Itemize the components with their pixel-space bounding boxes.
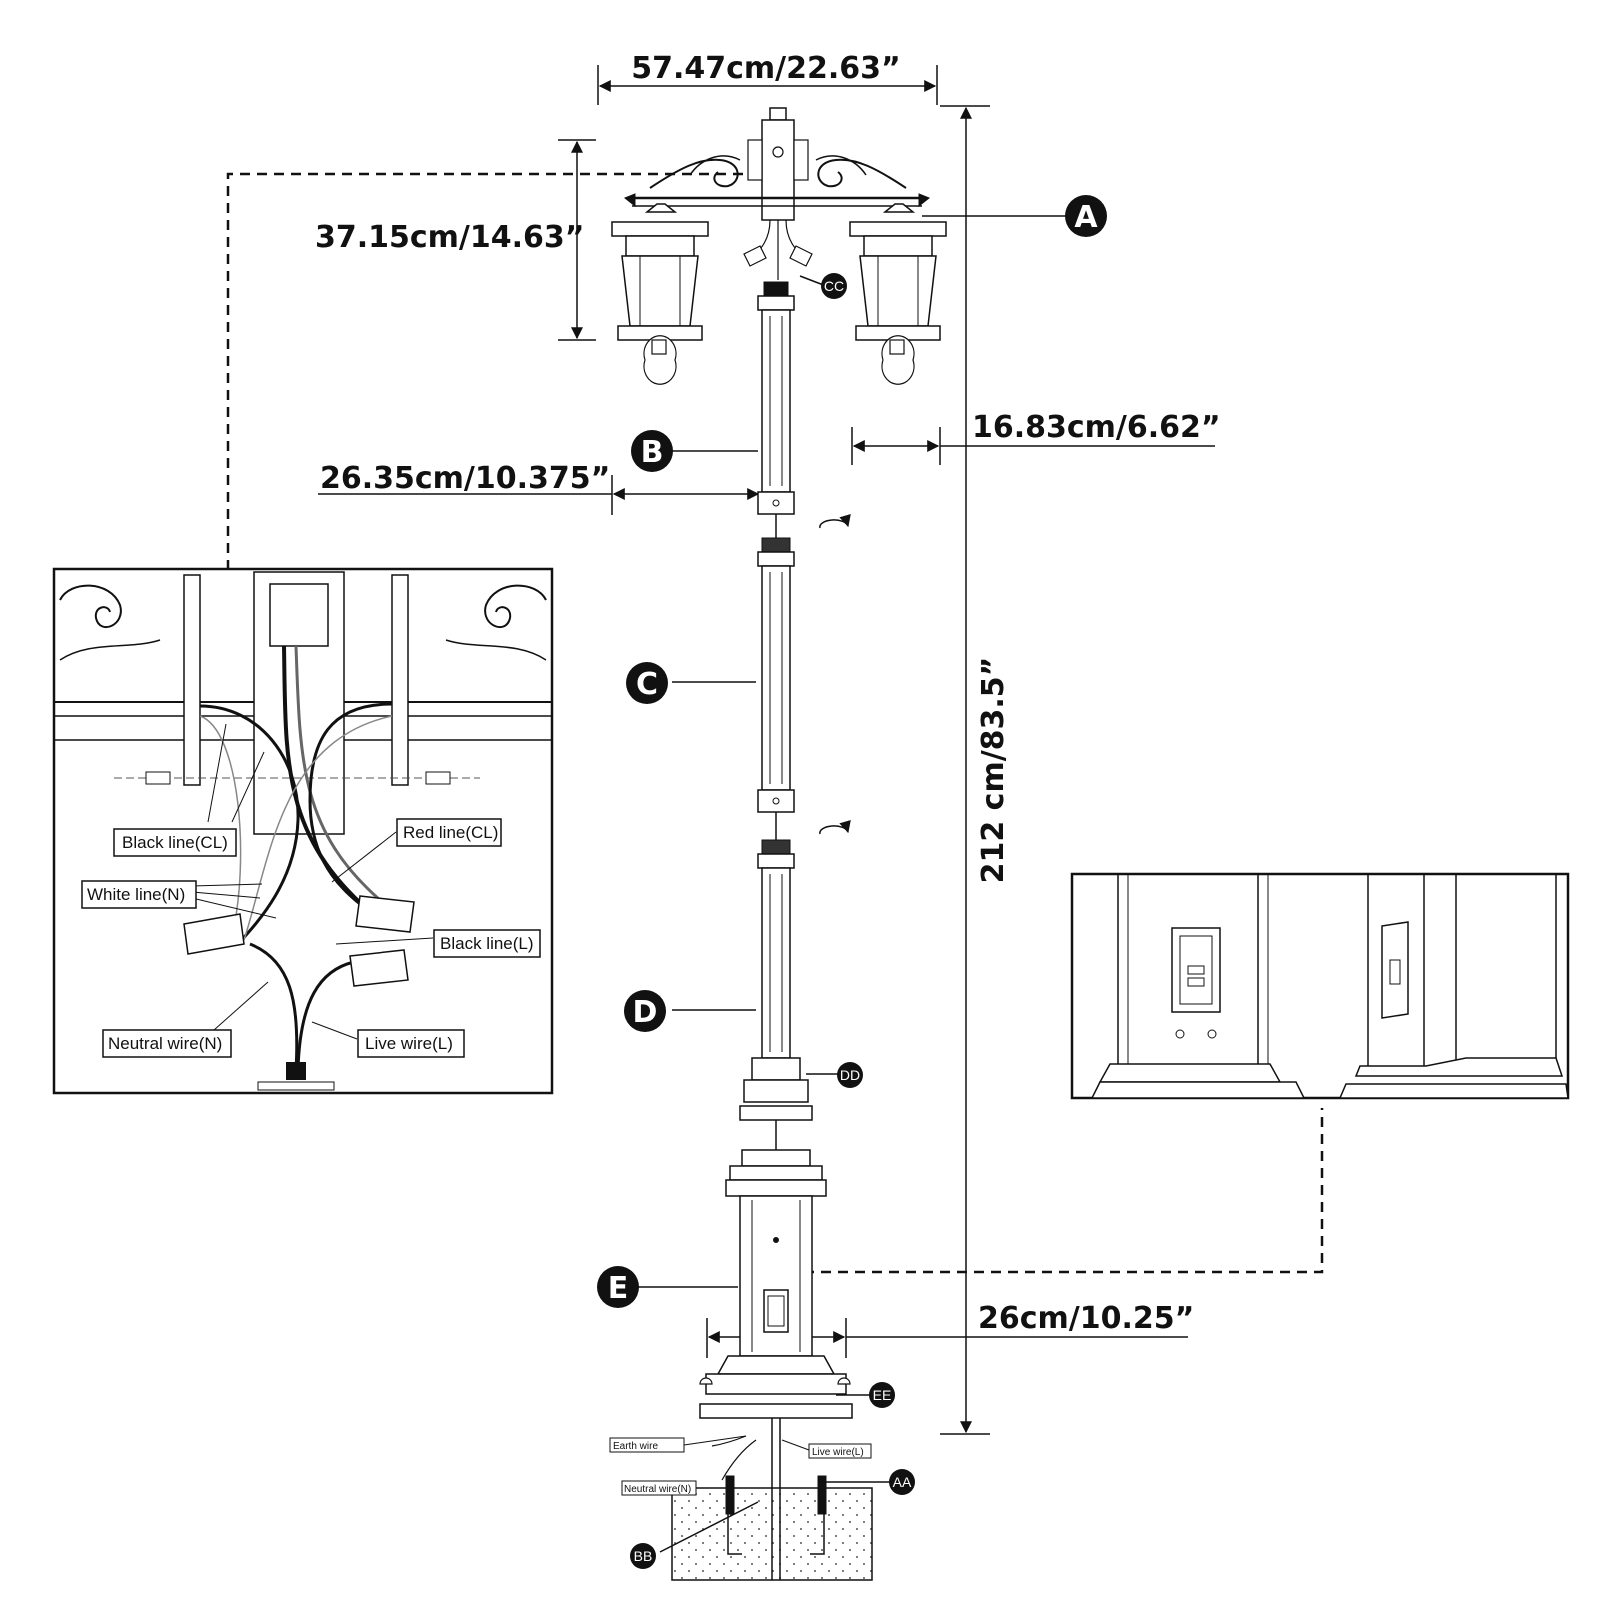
svg-text:D: D bbox=[633, 995, 658, 1030]
part-badge-aa: AA bbox=[889, 1469, 915, 1495]
svg-text:DD: DD bbox=[840, 1067, 860, 1083]
ground-wire-labels: Earth wire Live wire(L) Neutral wire(N) bbox=[609, 1435, 872, 1496]
arm-span-label: 26.35cm/10.375” bbox=[320, 461, 610, 496]
part-badge-e: E bbox=[597, 1266, 639, 1308]
part-badge-cc: CC bbox=[821, 273, 847, 299]
dimension-total-height: 212 cm/83.5” bbox=[940, 105, 1011, 1435]
svg-text:C: C bbox=[636, 667, 658, 702]
part-badge-c: C bbox=[626, 662, 668, 704]
svg-text:AA: AA bbox=[893, 1474, 912, 1490]
base-section-e bbox=[699, 1149, 853, 1419]
svg-text:EE: EE bbox=[873, 1387, 892, 1403]
part-badge-d: D bbox=[624, 990, 666, 1032]
wire-label-red-cl: Red line(CL) bbox=[403, 823, 498, 842]
pole-section-b bbox=[757, 281, 795, 515]
dimension-overall-width: 57.47cm/22.63” bbox=[597, 51, 938, 105]
svg-text:E: E bbox=[608, 1271, 629, 1306]
wire-label-black-l: Black line(L) bbox=[440, 934, 534, 953]
rotate-icon bbox=[819, 513, 851, 835]
lantern-height-label: 37.15cm/14.63” bbox=[315, 220, 585, 255]
lamp-head-assembly bbox=[611, 107, 947, 385]
wiring-detail-inset: Black line(CL) Red line(CL) White line(N… bbox=[52, 567, 554, 1095]
svg-text:CC: CC bbox=[824, 278, 844, 294]
svg-text:BB: BB bbox=[634, 1548, 653, 1564]
detail-leader-top bbox=[226, 172, 760, 568]
svg-text:A: A bbox=[1074, 200, 1098, 235]
wire-label-black-cl: Black line(CL) bbox=[122, 833, 228, 852]
total-height-label: 212 cm/83.5” bbox=[976, 657, 1011, 884]
lantern-width-label: 16.83cm/6.62” bbox=[972, 410, 1221, 445]
wire-label-live-l: Live wire(L) bbox=[365, 1034, 453, 1053]
dimension-lantern-height: 37.15cm/14.63” bbox=[315, 139, 596, 341]
detail-leader-base bbox=[787, 1108, 1324, 1274]
svg-text:Earth wire: Earth wire bbox=[613, 1441, 658, 1452]
pole-section-c bbox=[757, 537, 795, 813]
part-badge-dd: DD bbox=[837, 1062, 863, 1088]
part-badge-ee: EE bbox=[869, 1382, 895, 1408]
dimension-base-width: 26cm/10.25” bbox=[706, 1301, 1194, 1358]
svg-text:Neutral wire(N): Neutral wire(N) bbox=[624, 1484, 691, 1495]
ground-anchor bbox=[671, 1418, 873, 1581]
base-width-label: 26cm/10.25” bbox=[978, 1301, 1194, 1336]
outlet-detail-inset bbox=[1070, 872, 1570, 1100]
svg-text:Live wire(L): Live wire(L) bbox=[812, 1447, 864, 1458]
part-badge-bb: BB bbox=[630, 1543, 656, 1569]
pole-section-d bbox=[739, 839, 813, 1121]
wire-label-neutral-n: Neutral wire(N) bbox=[108, 1034, 222, 1053]
part-badge-b: B bbox=[631, 430, 673, 472]
wire-label-white-n: White line(N) bbox=[87, 885, 185, 904]
dimension-arm-span: 26.35cm/10.375” bbox=[318, 461, 760, 515]
overall-width-label: 57.47cm/22.63” bbox=[631, 51, 901, 86]
part-badge-a: A bbox=[1065, 195, 1107, 237]
svg-text:B: B bbox=[641, 435, 664, 470]
dimension-lantern-width: 16.83cm/6.62” bbox=[851, 410, 1221, 465]
